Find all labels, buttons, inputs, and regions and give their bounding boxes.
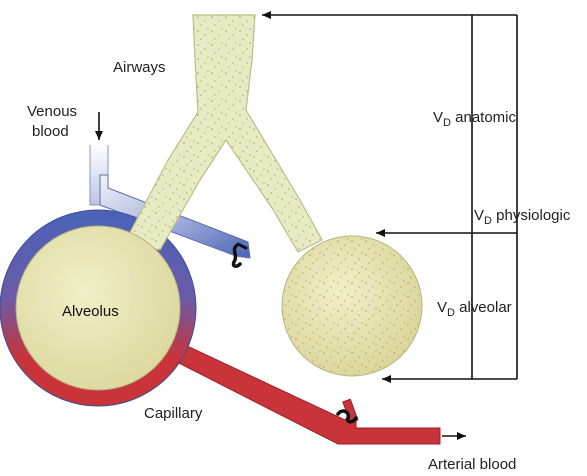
- vd-anatomic-label: VD anatomic: [433, 109, 517, 129]
- venous-label-line2: blood: [32, 123, 69, 140]
- shunt-clamp-icon: [231, 242, 248, 268]
- alveolus-dead-space: [281, 235, 423, 377]
- capillary-label: Capillary: [144, 405, 203, 422]
- airways-label: Airways: [113, 59, 166, 76]
- arterial-clamp-icon: [336, 409, 358, 424]
- airway-tree: [124, 14, 323, 253]
- alveolus-perfused: [15, 225, 181, 391]
- dead-space-brackets: [262, 11, 518, 383]
- venous-label-line1: Venous: [27, 103, 77, 120]
- alveolus-label: Alveolus: [62, 303, 119, 320]
- vd-physiologic-label: VD physiologic: [474, 207, 571, 227]
- vd-alveolar-label: VD alveolar: [437, 299, 512, 319]
- arterial-blood-label: Arterial blood: [428, 456, 516, 473]
